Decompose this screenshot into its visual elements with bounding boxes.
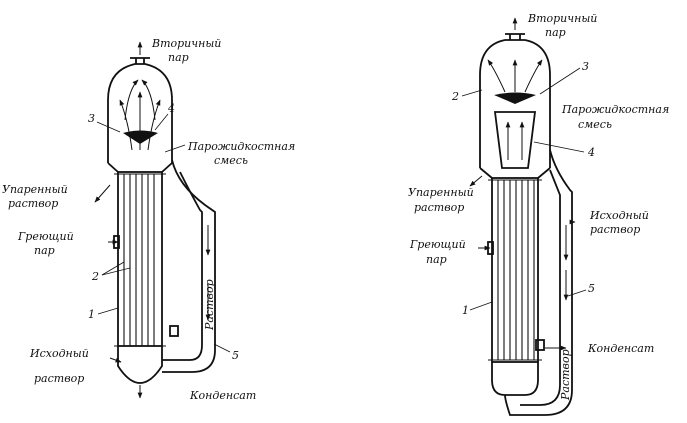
right-bottom-chamber bbox=[491, 362, 539, 396]
right-tubes bbox=[497, 180, 535, 360]
right-inner-funnel bbox=[493, 111, 537, 169]
right-label-feed-2: раствор bbox=[590, 223, 640, 236]
left-separator bbox=[107, 63, 173, 163]
right-label-heating-steam-2: пар bbox=[426, 253, 447, 266]
right-label-secondary-steam-2: пар bbox=[545, 26, 566, 39]
right-label-condensate: Конденсат bbox=[587, 342, 654, 355]
left-num-3: 3 bbox=[88, 112, 95, 125]
left-heating-nozzle bbox=[113, 235, 120, 249]
right-label-evaporated-1: Упаренный bbox=[408, 186, 474, 199]
left-label-secondary-steam-2: пар bbox=[168, 51, 189, 64]
left-label-vapor-liquid-2: смесь bbox=[214, 154, 248, 167]
right-circulation-pipe bbox=[504, 149, 573, 416]
left-label-evaporated-1: Упаренный bbox=[2, 183, 68, 196]
left-label-vapor-liquid-1: Парожидкостная bbox=[187, 140, 295, 153]
left-label-heating-steam-2: пар bbox=[34, 244, 55, 257]
left-num-5: 5 bbox=[232, 349, 239, 362]
left-label-feed-1: Исходный bbox=[29, 347, 89, 360]
left-condensate-nozzle bbox=[169, 325, 179, 337]
right-label-feed-1: Исходный bbox=[589, 209, 649, 222]
right-label-vapor-liquid-2: смесь bbox=[578, 118, 612, 131]
right-num-3: 3 bbox=[582, 60, 589, 73]
left-label-solution: Раствор bbox=[203, 279, 216, 331]
right-num-1: 1 bbox=[462, 304, 469, 317]
left-circulation-pipe bbox=[162, 159, 216, 373]
left-flow-arrows bbox=[94, 41, 211, 399]
left-label-feed-2: раствор bbox=[34, 372, 84, 385]
left-label-heating-steam-1: Греющий bbox=[17, 230, 74, 243]
right-label-solution: Раствор bbox=[559, 349, 572, 401]
right-label-secondary-steam-1: Вторичный bbox=[527, 12, 597, 25]
left-label-evaporated-2: раствор bbox=[8, 197, 58, 210]
right-separator bbox=[479, 39, 551, 168]
left-num-4: 4 bbox=[167, 102, 175, 115]
right-heating-chamber bbox=[491, 177, 539, 363]
left-heating-chamber bbox=[117, 171, 163, 347]
left-label-condensate: Конденсат bbox=[189, 389, 256, 402]
left-tubes bbox=[123, 174, 155, 346]
right-label-evaporated-2: раствор bbox=[414, 201, 464, 214]
right-num-2: 2 bbox=[451, 90, 459, 103]
right-condensate-nozzle bbox=[535, 339, 545, 351]
left-vapor-nozzle bbox=[130, 57, 150, 64]
right-heating-nozzle bbox=[487, 241, 494, 255]
left-label-secondary-steam-1: Вторичный bbox=[151, 37, 221, 50]
left-bottom-chamber bbox=[117, 346, 163, 384]
right-num-5: 5 bbox=[588, 282, 595, 295]
right-evaporator bbox=[461, 17, 587, 416]
right-label-heating-steam-1: Греющий bbox=[409, 238, 466, 251]
right-vapor-nozzle bbox=[505, 33, 525, 40]
right-label-vapor-liquid-1: Парожидкостная bbox=[561, 103, 669, 116]
left-num-1: 1 bbox=[88, 308, 95, 321]
left-num-2: 2 bbox=[91, 270, 99, 283]
right-num-4: 4 bbox=[587, 146, 595, 159]
right-flow-arrows bbox=[469, 17, 576, 351]
right-deflector bbox=[494, 92, 536, 104]
left-evaporator bbox=[94, 41, 231, 399]
left-neck bbox=[107, 162, 173, 173]
